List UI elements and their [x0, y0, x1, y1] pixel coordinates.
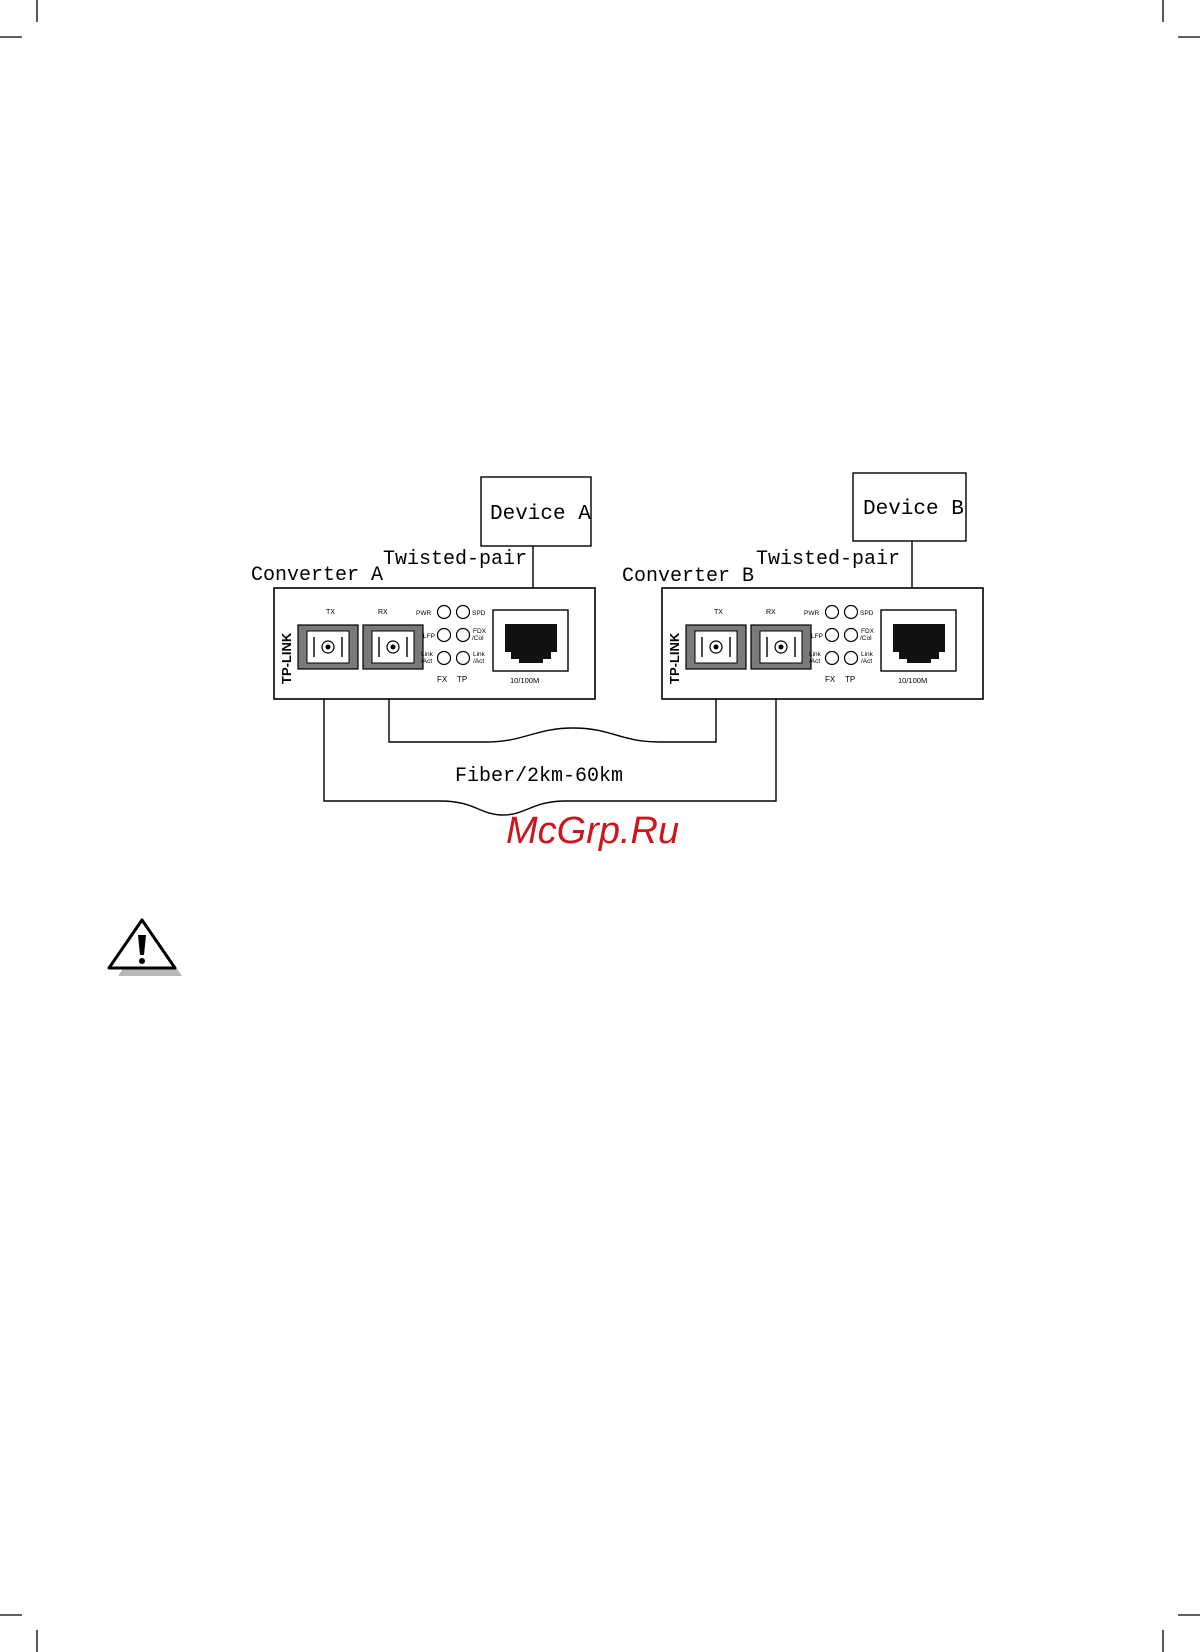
led-col-label: /Col: [472, 635, 484, 642]
led-act-fx-label: /Act: [421, 658, 432, 665]
fiber-tx-port: [298, 625, 358, 669]
led-act-fx-label: /Act: [809, 658, 820, 665]
twisted-pair-label-b: Twisted-pair: [756, 548, 900, 571]
warning-icon: [109, 920, 182, 976]
fx-label: FX: [825, 675, 836, 684]
fiber-tx-port: [686, 625, 746, 669]
tx-label: TX: [326, 609, 335, 616]
port-speed-label: 10/100M: [510, 676, 539, 685]
converter-a-label: Converter A: [251, 564, 383, 587]
fiber-rx-port: [751, 625, 811, 669]
led-act-tp-label: /Act: [473, 658, 484, 665]
tp-label: TP: [845, 675, 855, 684]
device-a-label: Device A: [490, 503, 591, 526]
led-link-fx-label: Link: [421, 651, 434, 658]
led-pwr-label: PWR: [416, 610, 431, 617]
led-link-tp-label: Link: [473, 651, 486, 658]
led-col-label: /Col: [860, 635, 872, 642]
led-spd-label: SPD: [860, 610, 874, 617]
rx-label: RX: [378, 609, 388, 616]
converter-b-panel: TP-LINK TX RX PWR SPD LFP FDX /Col: [662, 588, 983, 699]
port-speed-label: 10/100M: [898, 676, 927, 685]
tx-label: TX: [714, 609, 723, 616]
led-pwr-label: PWR: [804, 610, 819, 617]
rj45-port: [881, 610, 956, 671]
led-lfp-label: LFP: [423, 633, 435, 640]
twisted-pair-label-a: Twisted-pair: [383, 548, 527, 571]
led-act-tp-label: /Act: [861, 658, 872, 665]
led-link-tp-label: Link: [861, 651, 874, 658]
tp-label: TP: [457, 675, 467, 684]
fiber-cable-outer: [324, 699, 776, 815]
rx-label: RX: [766, 609, 776, 616]
rj45-port: [493, 610, 568, 671]
converter-b-label: Converter B: [622, 565, 754, 588]
led-fdx-label: FDX: [473, 628, 487, 635]
brand-logo: TP-LINK: [667, 632, 682, 684]
led-fdx-label: FDX: [861, 628, 875, 635]
fiber-rx-port: [363, 625, 423, 669]
fx-label: FX: [437, 675, 448, 684]
led-spd-label: SPD: [472, 610, 486, 617]
fiber-label: Fiber/2km-60km: [455, 765, 623, 788]
brand-logo: TP-LINK: [279, 632, 294, 684]
led-lfp-label: LFP: [811, 633, 823, 640]
device-b-label: Device B: [863, 498, 964, 521]
watermark: McGrp.Ru: [506, 810, 679, 852]
fiber-cable-inner: [389, 699, 716, 742]
led-link-fx-label: Link: [809, 651, 822, 658]
converter-a-panel: TP-LINK TX RX PWR SPD LFP: [274, 588, 595, 699]
